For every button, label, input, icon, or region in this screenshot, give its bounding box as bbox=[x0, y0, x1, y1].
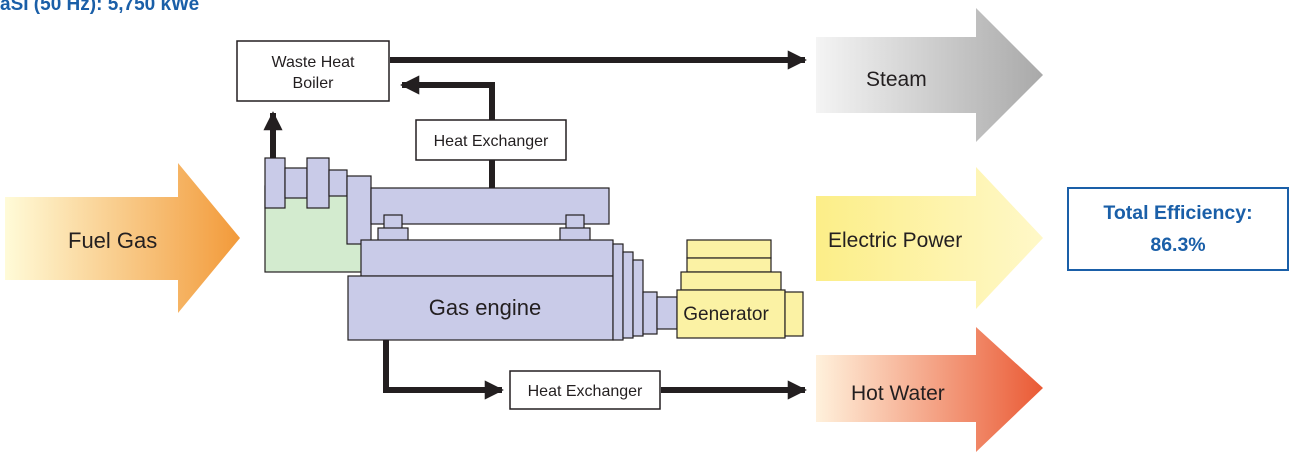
engine-head bbox=[360, 239, 614, 277]
flow-lines bbox=[263, 50, 807, 400]
total-efficiency-label: Total Efficiency: bbox=[1103, 202, 1253, 224]
engine-block bbox=[347, 275, 614, 341]
heat-exchanger-bottom-label: Heat Exchanger bbox=[528, 383, 643, 400]
generator-assembly bbox=[676, 239, 804, 339]
coupling-inner bbox=[656, 296, 678, 330]
boiler-return-flow bbox=[400, 75, 495, 120]
total-efficiency-value: 86.3% bbox=[1150, 234, 1206, 256]
page-title: aSI (50 Hz): 5,750 kWe bbox=[0, 0, 200, 15]
hot-water-label: Hot Water bbox=[851, 382, 945, 405]
generator-top-2 bbox=[686, 257, 772, 273]
generator-body bbox=[676, 289, 786, 339]
generator-label: Generator bbox=[683, 304, 769, 325]
steam-label: Steam bbox=[866, 68, 927, 91]
flywheel-2 bbox=[622, 251, 634, 339]
generator-cap bbox=[680, 271, 782, 291]
turbo-part-3 bbox=[306, 157, 330, 209]
generator-end bbox=[784, 291, 804, 337]
flywheel-1 bbox=[612, 243, 624, 341]
total-efficiency-box: Total Efficiency: 86.3% bbox=[1067, 187, 1289, 271]
turbo-part-1 bbox=[264, 157, 286, 209]
heat-exchanger-top-label: Heat Exchanger bbox=[434, 133, 549, 150]
heat-exchanger-bottom bbox=[509, 370, 661, 410]
coupling bbox=[642, 291, 658, 335]
manifold-flange-right-1 bbox=[565, 214, 585, 230]
engine-assembly bbox=[264, 157, 678, 341]
steam-arrow bbox=[816, 8, 1043, 142]
manifold-flange-left-1 bbox=[383, 214, 403, 230]
waste-heat-boiler-line2: Boiler bbox=[293, 75, 335, 92]
fuel-gas-arrow bbox=[5, 163, 240, 313]
hot-water-flow-in bbox=[383, 340, 504, 400]
gas-engine-label: Gas engine bbox=[429, 295, 542, 320]
fuel-gas-label: Fuel Gas bbox=[68, 228, 157, 253]
turbo-part-2 bbox=[284, 167, 308, 199]
hot-water-arrow bbox=[816, 327, 1043, 452]
intake-pipe bbox=[346, 175, 372, 245]
electric-power-arrow bbox=[816, 167, 1043, 309]
turbo-part-4 bbox=[328, 169, 348, 197]
flywheel-3 bbox=[632, 259, 644, 337]
heat-exchanger-top bbox=[415, 119, 567, 161]
generator-top-1 bbox=[686, 239, 772, 259]
waste-heat-boiler bbox=[236, 40, 390, 102]
electric-power-label: Electric Power bbox=[828, 229, 962, 252]
waste-heat-boiler-line1: Waste Heat bbox=[272, 54, 356, 71]
